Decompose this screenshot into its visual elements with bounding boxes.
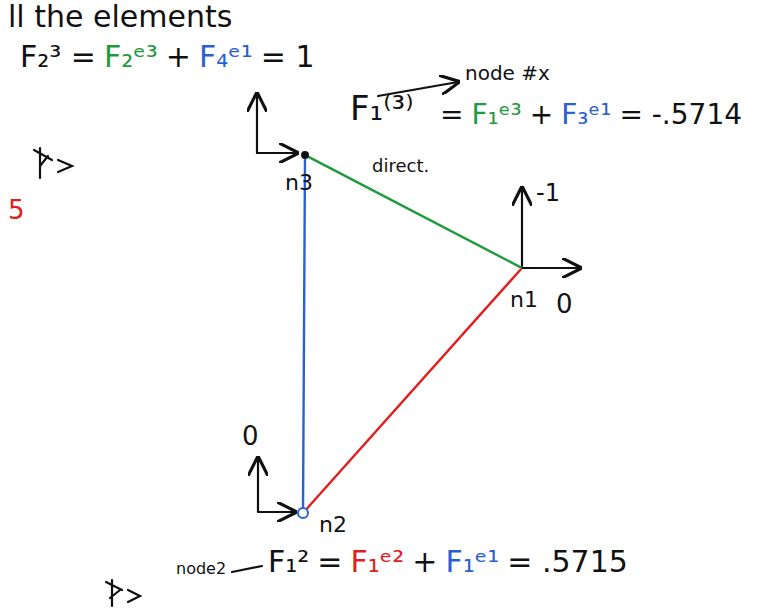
node-label: n2	[319, 513, 347, 537]
note-label: direct.	[372, 156, 429, 176]
note-label: 0	[242, 422, 259, 451]
equation-term: = 1	[261, 40, 315, 73]
scribble	[106, 580, 140, 606]
force-arrow	[522, 267, 580, 269]
equation-term: F₁ᵉ¹	[445, 545, 499, 578]
equation-term: F₁ᵉ³	[471, 100, 521, 131]
equation-term: =	[317, 545, 342, 578]
equation-term: F₁²	[268, 545, 309, 578]
equation-term: F₄ᵉ¹	[199, 40, 253, 73]
truss-member	[307, 269, 521, 508]
force-arrow	[521, 188, 523, 266]
note-label: 0	[556, 290, 573, 319]
equation-term: =	[440, 100, 463, 131]
equation-term: +	[166, 40, 191, 73]
leader-line	[232, 566, 262, 572]
force-arrow	[257, 458, 259, 512]
truss-node: n3	[301, 151, 309, 159]
note-label: -1	[536, 180, 560, 206]
equation-term: +	[412, 545, 437, 578]
scribble	[34, 148, 72, 178]
equation-row: F₁⁽³⁾	[350, 90, 414, 127]
note-label: node #x	[465, 62, 550, 84]
equation-term: F₁⁽³⁾	[350, 90, 414, 127]
equation-term: = .5715	[507, 545, 628, 578]
equation-row: F₂³ =F₂ᵉ³+F₄ᵉ¹= 1	[20, 40, 315, 73]
truss-node: n2	[297, 507, 309, 519]
note-label: ll the elements	[8, 0, 232, 33]
equation-row: = F₁ᵉ³ + F₃ᵉ¹ = -.5714	[440, 100, 742, 131]
equation-term: F₂ᵉ³	[104, 40, 158, 73]
force-arrow	[256, 94, 258, 153]
truss-member	[309, 157, 521, 267]
force-arrow	[258, 511, 295, 513]
equation-term: F₁ᵉ²	[350, 545, 404, 578]
node-label: n3	[285, 171, 313, 195]
note-label: node2	[176, 560, 226, 578]
equation-term: F₃ᵉ¹	[561, 100, 611, 131]
equation-term: F₂³ =	[20, 40, 96, 73]
truss-member	[303, 159, 305, 507]
truss-node: n1	[520, 266, 524, 270]
note-label: 5	[8, 196, 25, 225]
force-arrow	[257, 152, 297, 154]
equation-term: +	[530, 100, 553, 131]
equation-term: = -.5714	[619, 100, 742, 131]
node-label: n1	[510, 288, 538, 312]
equation-row: F₁²=F₁ᵉ²+F₁ᵉ¹= .5715	[268, 545, 628, 578]
